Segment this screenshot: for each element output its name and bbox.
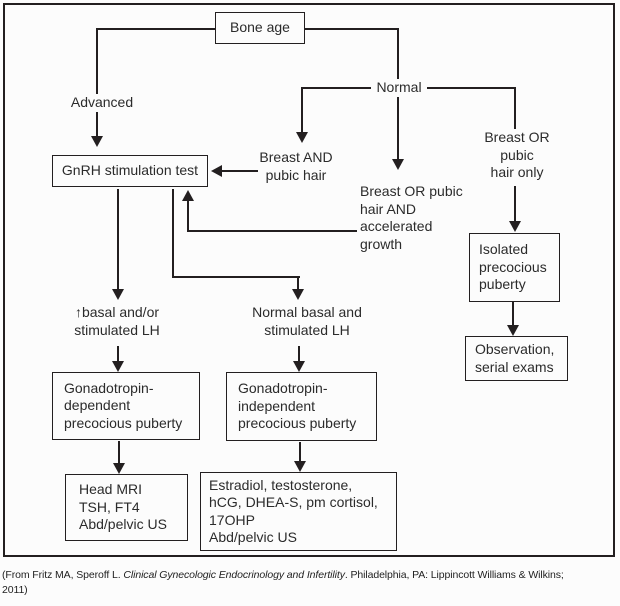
- connector-breastonly-bot-v: [514, 186, 516, 221]
- label-breast-and-pubic-hair: Breast AND pubic hair: [259, 149, 333, 183]
- connector-accel-feedback-h: [187, 230, 357, 232]
- connector-normal-lh-v: [297, 276, 299, 289]
- label-breast-or-pubic-only: Breast OR pubic hair only: [484, 129, 550, 180]
- connector-advanced-v: [96, 28, 98, 137]
- label-breast-or-pubic-accelerated: Breast OR pubic hair AND accelerated gro…: [360, 183, 463, 252]
- connector-gnrh-right-v: [172, 189, 174, 278]
- connector-normal-v: [397, 28, 399, 96]
- arrow-down-to-breast-and: [296, 132, 308, 143]
- arrow-down-to-gnrh: [91, 136, 103, 147]
- caption-book-title: Clinical Gynecologic Endocrinology and I…: [123, 569, 345, 581]
- connector-accel-feedback-v: [187, 201, 189, 232]
- connector-breastand-v: [301, 87, 303, 133]
- connector-isolated-to-observation-v: [512, 302, 514, 325]
- connector-normal-left-h: [302, 87, 398, 89]
- node-gnrh-stimulation-test: GnRH stimulation test: [52, 155, 208, 187]
- arrow-down-to-dependent: [112, 361, 124, 372]
- caption-suffix: . Philadelphia, PA: Lippincott Williams …: [344, 569, 564, 581]
- arrow-down-to-hormone-workup: [294, 461, 306, 472]
- label-normal: Normal: [371, 79, 427, 97]
- node-gonadotropin-dependent: Gonadotropin- dependent precocious puber…: [52, 372, 200, 440]
- arrow-down-to-head-mri: [113, 463, 125, 474]
- arrow-down-to-breast-or-accel: [392, 159, 404, 170]
- connector-gnrh-left-v: [117, 189, 119, 289]
- connector-gnrh-right-h: [172, 276, 300, 278]
- arrow-down-to-elevated-lh: [112, 289, 124, 300]
- arrow-down-to-isolated: [509, 221, 521, 232]
- arrow-down-to-observation: [507, 325, 519, 336]
- source-caption: (From Fritz MA, Speroff L. Clinical Gyne…: [2, 568, 618, 598]
- connector-boneage-right-h: [304, 28, 399, 30]
- node-gonadotropin-independent: Gonadotropin- independent precocious pub…: [226, 372, 377, 441]
- connector-dependent-to-mri-v: [118, 441, 120, 463]
- caption-year: 2011): [2, 584, 28, 596]
- node-head-mri-workup: Head MRI TSH, FT4 Abd/pelvic US: [65, 474, 188, 541]
- node-observation-serial-exams: Observation, serial exams: [465, 336, 568, 381]
- label-normal-basal-stimulated-lh: Normal basal and stimulated LH: [252, 304, 362, 338]
- label-advanced: Advanced: [64, 94, 140, 112]
- node-bone-age: Bone age: [215, 12, 305, 44]
- connector-breastonly-top-v: [514, 87, 516, 129]
- arrow-down-to-independent: [293, 361, 305, 372]
- node-isolated-precocious-puberty: Isolated precocious puberty: [469, 233, 560, 302]
- connector-lh-to-independent-v: [298, 346, 300, 361]
- arrow-up-to-gnrh: [182, 190, 194, 201]
- connector-lh-to-dependent-v: [117, 346, 119, 361]
- node-hormone-workup: Estradiol, testosterone, hCG, DHEA-S, pm…: [200, 472, 397, 551]
- connector-breastand-to-gnrh-h: [222, 170, 258, 172]
- connector-independent-to-hormones-v: [299, 442, 301, 461]
- connector-normal-mid-v: [397, 96, 399, 159]
- caption-prefix: (From Fritz MA, Speroff L.: [2, 569, 124, 581]
- connector-normal-right-h: [398, 87, 516, 89]
- arrow-left-to-gnrh: [211, 165, 222, 177]
- arrow-down-to-normal-lh: [292, 289, 304, 300]
- label-elevated-basal-stimulated-lh: ↑basal and/or stimulated LH: [74, 304, 160, 338]
- connector-boneage-left-h: [97, 28, 216, 30]
